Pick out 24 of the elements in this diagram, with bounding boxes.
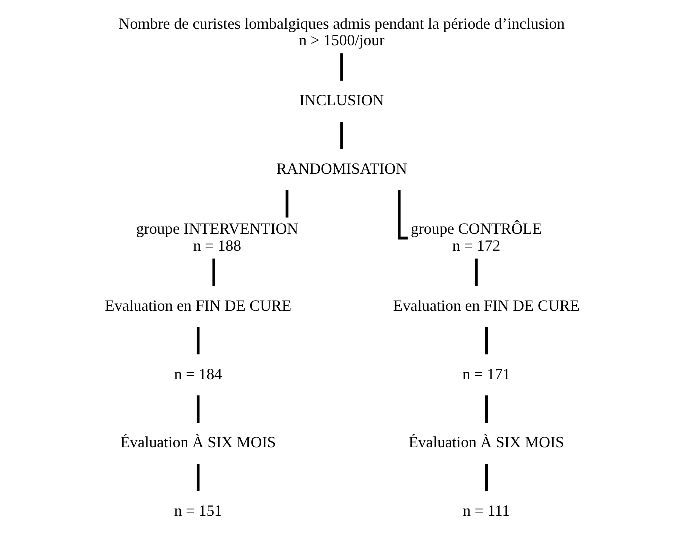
connector — [484, 327, 488, 355]
connector — [484, 464, 488, 492]
node-text: Evaluation en FIN DE CURE — [392, 298, 580, 315]
node-text: n = 151 — [174, 503, 222, 520]
node-text: Evaluation en FIN DE CURE — [104, 298, 292, 315]
connector — [474, 258, 478, 286]
node-text: n = 111 — [462, 503, 510, 520]
node-text: Évaluation À SIX MOIS — [408, 434, 564, 452]
connector — [212, 258, 215, 286]
connector — [340, 122, 343, 150]
node-text: INCLUSION — [299, 92, 384, 110]
connector — [340, 54, 343, 81]
connector — [484, 396, 488, 424]
node-text: RANDOMISATION — [276, 161, 407, 178]
connector — [196, 464, 200, 492]
connector — [285, 190, 288, 218]
node-text: n = 171 — [462, 366, 510, 384]
node-text: Évaluation À SIX MOIS — [120, 434, 276, 452]
node-text: Nombre de curistes lombalgiques admis pendant la période d’inclusion n > 1500/jour — [118, 16, 564, 50]
node-text: n = 184 — [174, 366, 222, 384]
node-text: groupe CONTRÔLE n = 172 — [410, 221, 542, 255]
connector — [196, 327, 200, 355]
connector — [196, 396, 200, 424]
node-text: groupe INTERVENTION n = 188 — [136, 221, 298, 255]
